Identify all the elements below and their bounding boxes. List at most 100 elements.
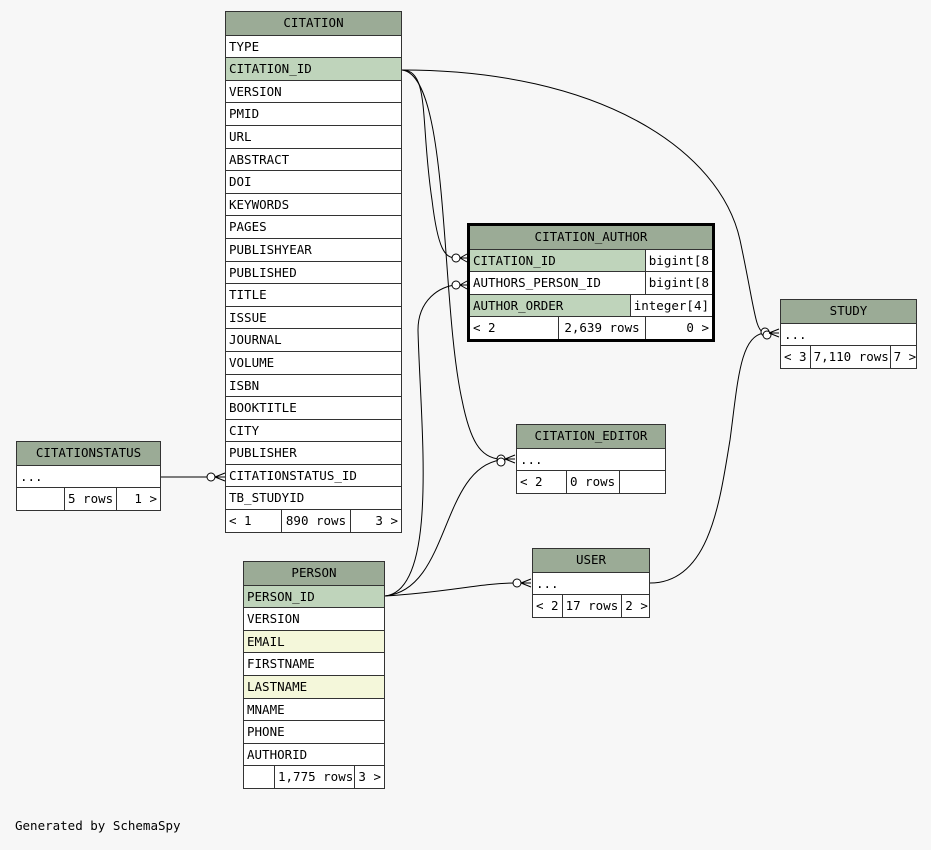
row-count: 2,639 rows	[558, 317, 645, 339]
edge-end-circle	[206, 472, 216, 482]
column-row[interactable]: PMID	[226, 102, 401, 125]
parents-count[interactable]: < 2	[520, 474, 543, 490]
column-row[interactable]: AUTHORS_PERSON_ID bigint[8	[470, 271, 712, 294]
table-footer: < 3 7,110 rows 7 >	[781, 345, 916, 368]
table-header[interactable]: PERSON	[244, 562, 384, 585]
column-row[interactable]: TB_STUDYID	[226, 486, 401, 509]
table-study[interactable]: STUDY ... < 3 7,110 rows 7 >	[780, 299, 917, 369]
row-count: 890 rows	[281, 510, 350, 532]
column-row[interactable]: ...	[781, 322, 916, 346]
column-type: bigint[8	[644, 249, 712, 272]
row-count: 1,775 rows	[274, 766, 354, 788]
edge-person-to-citation-editor	[384, 459, 501, 597]
column-row[interactable]: BOOKTITLE	[226, 396, 401, 419]
column-row-primary-key[interactable]: PERSON_ID	[244, 584, 384, 608]
column-row[interactable]: KEYWORDS	[226, 192, 401, 216]
children-count[interactable]: 2 >	[621, 595, 651, 617]
parents-count[interactable]: < 1	[229, 513, 252, 529]
column-row[interactable]: CITY	[226, 418, 401, 442]
column-name: AUTHOR_ORDER	[470, 294, 630, 317]
edge-citation-to-citation-editor	[401, 69, 501, 460]
table-footer: 1,775 rows 3 >	[244, 765, 384, 788]
column-row-indexed[interactable]: EMAIL	[244, 629, 384, 653]
column-row[interactable]: FIRSTNAME	[244, 652, 384, 675]
column-row[interactable]: AUTHORID	[244, 742, 384, 766]
column-row-indexed[interactable]: LASTNAME	[244, 674, 384, 698]
edge-citation-to-citation-author	[401, 69, 457, 259]
column-row[interactable]: TITLE	[226, 283, 401, 306]
column-row[interactable]: ...	[517, 447, 665, 471]
column-row[interactable]: ISSUE	[226, 305, 401, 329]
column-row-primary-key[interactable]: CITATION_ID	[226, 57, 401, 80]
children-count[interactable]: 1 >	[116, 488, 160, 510]
edge-crow-foot	[459, 280, 468, 290]
column-row[interactable]: VOLUME	[226, 350, 401, 374]
column-row[interactable]: VERSION	[226, 79, 401, 103]
column-row[interactable]: PUBLISHER	[226, 441, 401, 464]
column-type: integer[4]	[629, 294, 712, 317]
children-count	[619, 471, 665, 493]
children-count[interactable]: 0 >	[645, 317, 712, 339]
column-type: bigint[8	[644, 272, 712, 294]
edge-citation-to-study	[401, 69, 766, 334]
column-row[interactable]: VERSION	[244, 607, 384, 630]
column-row[interactable]: TYPE	[226, 34, 401, 58]
parents-count[interactable]: < 3	[784, 349, 807, 365]
edge-user-to-study	[649, 332, 766, 584]
table-citation[interactable]: CITATION TYPE CITATION_ID VERSION PMID U…	[225, 11, 402, 533]
column-row[interactable]: MNAME	[244, 697, 384, 721]
column-row[interactable]: PHONE	[244, 720, 384, 743]
table-header[interactable]: STUDY	[781, 300, 916, 323]
edge-crow-foot	[768, 328, 780, 338]
column-row[interactable]: CITATIONSTATUS_ID	[226, 463, 401, 487]
column-row[interactable]: PAGES	[226, 215, 401, 238]
table-header[interactable]: CITATION_EDITOR	[517, 425, 665, 448]
column-row[interactable]: ...	[533, 571, 649, 595]
parents-count	[17, 488, 64, 510]
column-row[interactable]: URL	[226, 124, 401, 148]
parents-count[interactable]: < 2	[473, 320, 496, 336]
column-row-primary-key[interactable]: CITATION_ID bigint[8	[470, 248, 712, 272]
edge-crow-foot	[214, 472, 226, 482]
column-row[interactable]: PUBLISHED	[226, 260, 401, 284]
table-header[interactable]: USER	[533, 549, 649, 572]
column-row-primary-key[interactable]: AUTHOR_ORDER integer[4]	[470, 293, 712, 317]
edge-crow-foot	[459, 253, 468, 263]
edge-end-circle	[451, 253, 461, 263]
table-header[interactable]: CITATIONSTATUS	[17, 442, 160, 465]
edge-end-circle	[512, 578, 522, 588]
edge-crow-foot	[504, 454, 516, 464]
edge-person-to-citation-author	[384, 284, 457, 597]
table-header[interactable]: CITATION	[226, 12, 401, 35]
column-row[interactable]: ABSTRACT	[226, 147, 401, 171]
row-count: 5 rows	[64, 488, 116, 510]
column-name: AUTHORS_PERSON_ID	[473, 275, 601, 291]
table-person[interactable]: PERSON PERSON_ID VERSION EMAIL FIRSTNAME…	[243, 561, 385, 789]
row-count: 0 rows	[566, 471, 619, 493]
parents-count[interactable]: < 2	[536, 598, 559, 614]
column-row[interactable]: ISBN	[226, 373, 401, 397]
children-count[interactable]: 3 >	[350, 510, 401, 532]
children-count[interactable]: 7 >	[889, 346, 920, 368]
column-name: CITATION_ID	[470, 249, 645, 272]
row-count: 7,110 rows	[809, 346, 890, 368]
table-citationstatus[interactable]: CITATIONSTATUS ... 5 rows 1 >	[16, 441, 161, 511]
table-citation-author[interactable]: CITATION_AUTHOR CITATION_ID bigint[8 AUT…	[467, 223, 715, 342]
table-header[interactable]: CITATION_AUTHOR	[470, 226, 712, 249]
row-count: 17 rows	[561, 595, 622, 617]
table-footer: < 2 0 rows	[517, 470, 665, 493]
column-row[interactable]: PUBLISHYEAR	[226, 237, 401, 261]
children-count[interactable]: 3 >	[354, 766, 384, 788]
table-footer: 5 rows 1 >	[17, 487, 160, 510]
table-citation-editor[interactable]: CITATION_EDITOR ... < 2 0 rows	[516, 424, 666, 494]
edge-person-to-user	[384, 582, 518, 597]
column-row[interactable]: ...	[17, 464, 160, 488]
table-user[interactable]: USER ... < 2 17 rows 2 >	[532, 548, 650, 618]
table-footer: < 1 890 rows 3 >	[226, 509, 401, 532]
parents-count	[244, 766, 274, 788]
table-footer: < 2 2,639 rows 0 >	[470, 316, 712, 339]
column-row[interactable]: DOI	[226, 170, 401, 193]
column-row[interactable]: JOURNAL	[226, 328, 401, 351]
generated-by-label: Generated by SchemaSpy	[15, 818, 181, 833]
